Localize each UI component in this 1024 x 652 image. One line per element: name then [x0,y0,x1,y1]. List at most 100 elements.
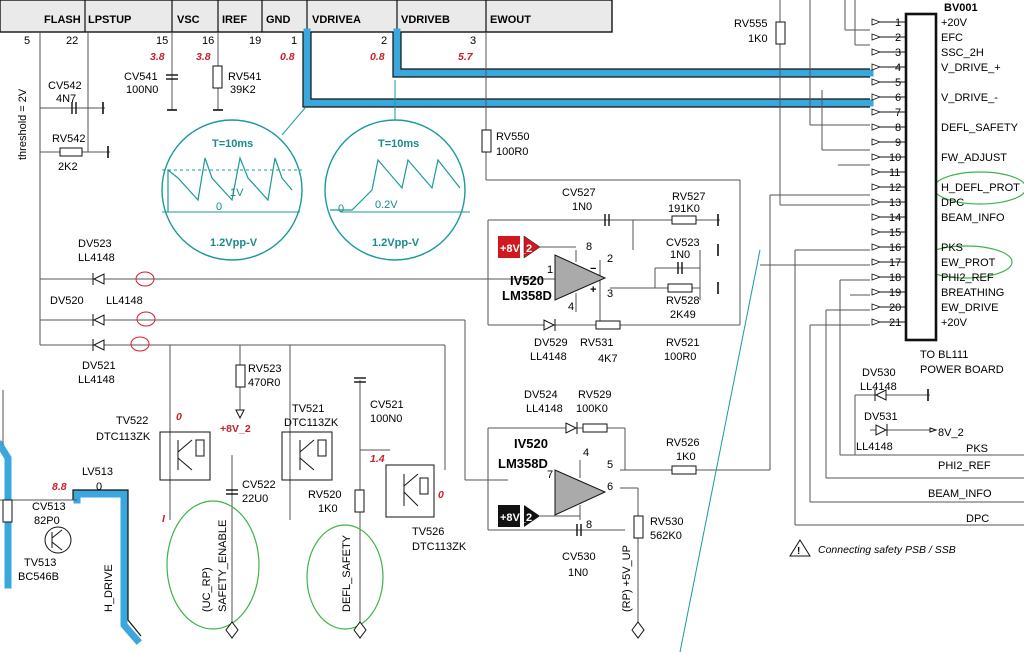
svg-text:threshold = 2V: threshold = 2V [17,88,29,160]
label: 1N0 [572,201,592,213]
label: TV522 [116,415,148,427]
label: CV522 [242,479,276,491]
svg-text:0.8: 0.8 [370,51,385,63]
svg-text:(UC_RP): (UC_RP) [201,567,213,612]
hdrive-bus [0,440,142,645]
connector-pin-arrow [871,138,882,146]
connector-pin-arrow [871,63,882,71]
connector-pin-number: 20 [889,302,901,314]
label: RV541 [228,71,261,83]
connector-pin-number: 15 [889,227,901,239]
svg-text:8: 8 [586,241,592,253]
resistor-rv528 [667,283,693,293]
connector-pin-arrow [871,33,882,41]
connector-pin-label: +20V [941,17,968,29]
label: 1K0 [676,451,696,463]
label: 39K2 [230,84,256,96]
svg-text:POWER BOARD: POWER BOARD [920,364,1004,376]
label: 100R0 [664,351,696,363]
pin-iref: IREF [222,14,247,26]
connector-pin-label: EW_PROT [941,257,996,269]
label: 100R0 [496,146,528,158]
label: DV523 [78,238,112,250]
svg-text:+8V_2: +8V_2 [500,243,532,255]
connector-pin-arrow [871,228,882,236]
label: CV527 [562,187,596,199]
transistor-tv513 [44,526,72,554]
connector-pin-number: 11 [889,167,900,179]
svg-text:1.4: 1.4 [370,453,385,465]
resistor-rv527 [671,215,697,225]
diodes [92,273,888,436]
diode-dv520 [92,314,105,326]
component-labels: CV542 4N7 RV542 2K2 CV541 100N0 RV541 39… [18,18,898,583]
label: DV531 [864,411,898,423]
connector-pin-arrow [871,18,882,26]
pin-num: 3 [470,35,476,47]
scope-probe-line [679,249,761,652]
connector-pin-number: 5 [895,77,901,89]
svg-text:T=10ms: T=10ms [212,138,253,150]
label: LL4148 [530,351,567,363]
svg-text:0: 0 [216,201,222,213]
label: TV513 [24,557,56,569]
svg-text:3.8: 3.8 [196,51,211,63]
diode-dv529 [543,319,556,331]
connector-pin-arrow [871,108,882,116]
label: 4K7 [598,353,618,365]
connector-pin-number: 18 [889,272,901,284]
label: RV520 [308,489,341,501]
label: BC546B [18,571,59,583]
signal-labels: threshold = 2V (UC_RP) SAFETY_ENABLE DEF… [17,88,353,612]
resistor-rv530 [633,515,644,539]
waveform-scope-1 [161,107,306,261]
red-voltage-labels: 0 1.4 0 8.8 I [52,411,444,525]
pin-num: 19 [249,35,261,47]
label: LL4148 [106,295,143,307]
svg-text:PHI2_REF: PHI2_REF [938,460,991,472]
diode-dv523 [92,273,105,285]
label: TV526 [412,526,444,538]
resistor-rv531 [595,320,621,330]
svg-text:2: 2 [607,253,613,265]
label: 100K0 [576,403,608,415]
pin-num: 15 [156,35,168,47]
connector-pin-number: 12 [889,182,901,194]
pin-vsc: VSC [177,14,200,26]
label: TV521 [292,403,324,415]
signal-arrows [225,409,938,639]
label: RV528 [666,295,699,307]
pin-gnd: GND [266,14,291,26]
connector-labels: BV001 TO BL111 POWER BOARD +20VEFCSSC_2H… [920,2,1020,376]
resistor-rv526 [671,465,697,475]
svg-text:+8V_2: +8V_2 [220,423,251,435]
label: 22U0 [242,493,268,505]
connector-pin-label: EFC [941,32,963,44]
resistors [2,21,786,539]
resistor-rv529 [582,423,608,433]
svg-text:0.2V: 0.2V [375,199,398,211]
svg-text:6: 6 [607,481,613,493]
pin-lpstup: LPSTUP [88,14,131,26]
svg-text:0: 0 [338,203,344,215]
pin-vdriveb: VDRIVEB [401,14,450,26]
svg-text:PKS: PKS [966,443,988,455]
label: LV513 [82,466,113,478]
connector-pin-arrow [871,123,882,131]
connector-pin-number: 1 [895,17,901,29]
connector-bv001 [904,12,938,342]
svg-text:DPC: DPC [966,513,989,525]
svg-text:+: + [590,284,596,296]
connector-pin-arrow [871,48,882,56]
connector-pin-label: FW_ADJUST [941,152,1007,164]
ground-symbols [102,102,929,401]
connector-pin-arrow [871,288,882,296]
warning-icon: ! [789,539,811,557]
label: RV555 [734,18,767,30]
label: RV542 [52,133,85,145]
label: CV530 [562,551,596,563]
label: DV529 [534,337,568,349]
label: 100N0 [370,413,402,425]
connector-pin-label: SSC_2H [941,47,984,59]
